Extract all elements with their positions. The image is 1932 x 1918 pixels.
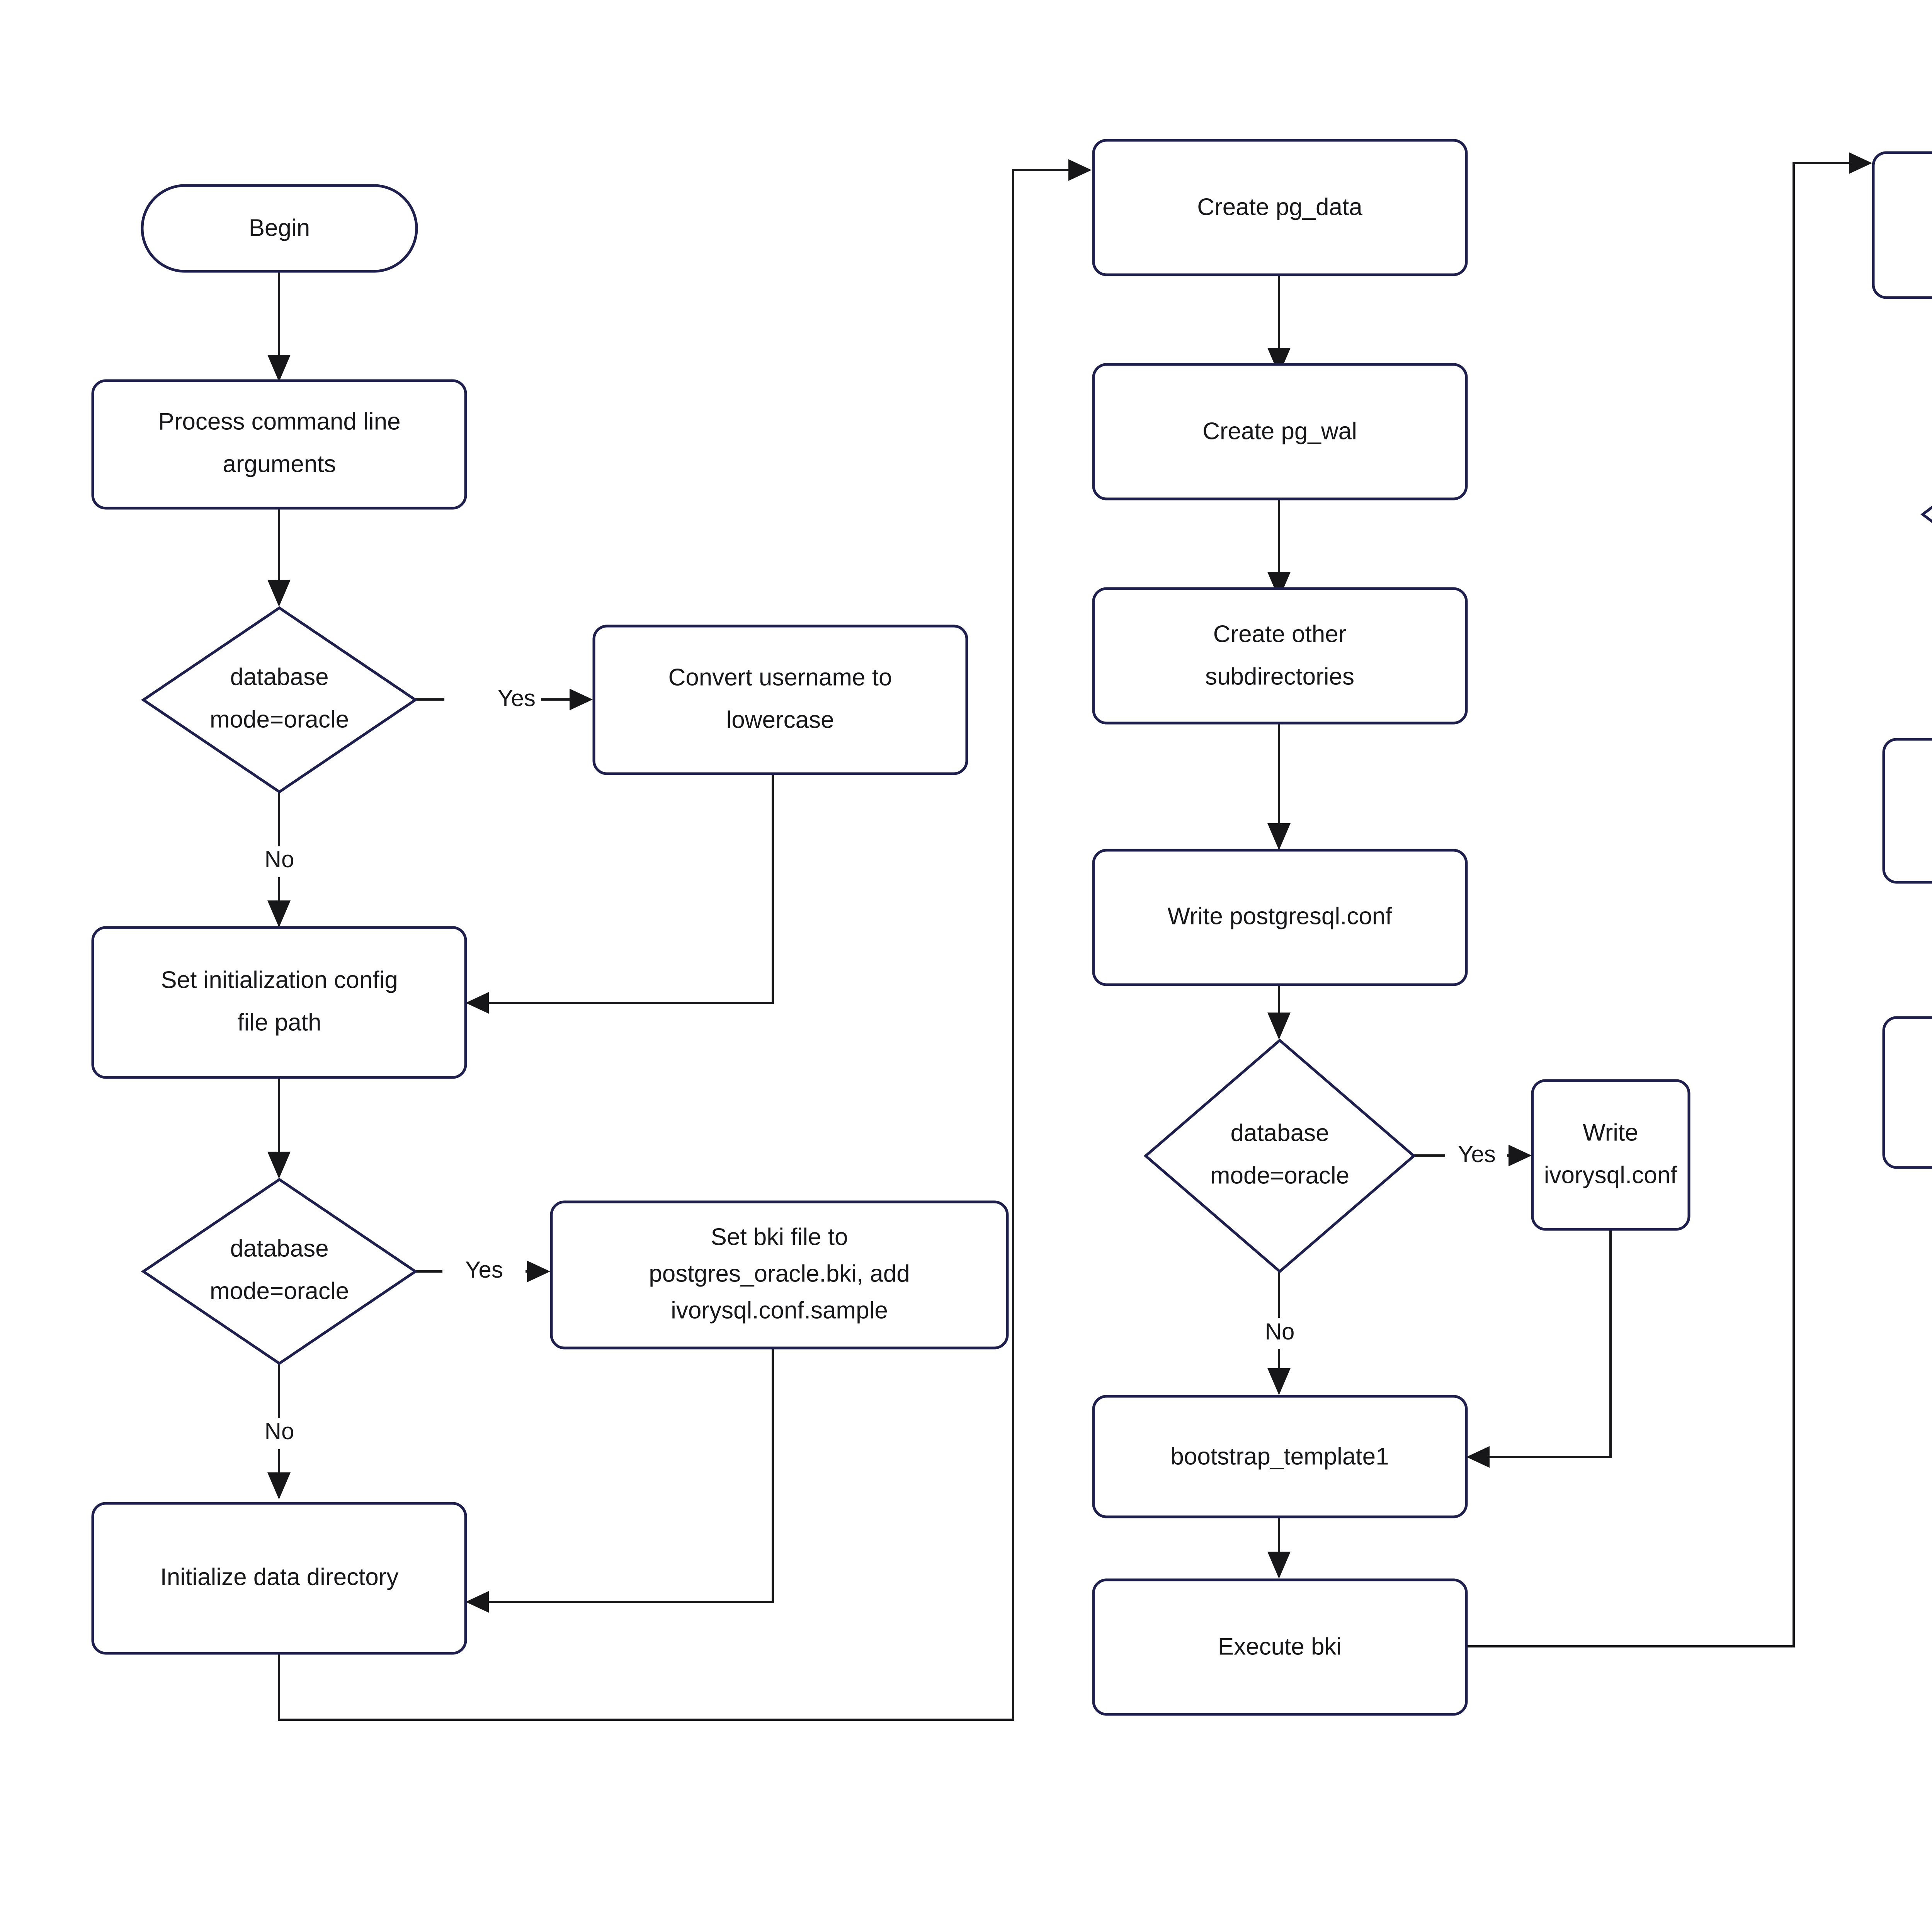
decision-2-label-line2: mode=oracle bbox=[210, 1278, 349, 1304]
write-ivoryconf-shape bbox=[1531, 1079, 1690, 1231]
node-layer: Begin Process command line arguments dat… bbox=[91, 139, 1932, 1716]
write-pgconf-shape bbox=[1092, 849, 1468, 986]
node-create-other-subdirectories[interactable]: Create other subdirectories bbox=[1092, 587, 1468, 725]
print-completion-shape bbox=[1882, 1016, 1932, 1169]
edge-write-ivoryconf-to-bootstrap bbox=[1466, 1229, 1612, 1468]
set-bki-label-line2: postgres_oracle.bki, add bbox=[649, 1260, 910, 1287]
node-create-pg-data[interactable]: Create pg_data bbox=[1092, 139, 1468, 276]
decision-3-label-line2: mode=oracle bbox=[1210, 1162, 1349, 1189]
edge-decision-2-yes bbox=[415, 1261, 550, 1282]
set-config-label-line2: file path bbox=[237, 1009, 321, 1036]
node-decision-database-mode-oracle-4[interactable]: database mode=oracle bbox=[1920, 410, 1932, 618]
decision-1-label-line2: mode=oracle bbox=[210, 706, 349, 733]
node-bootstrap-template1[interactable]: bootstrap_template1 bbox=[1092, 1395, 1468, 1518]
edge-begin-to-process-args bbox=[267, 271, 291, 382]
begin-label: Begin bbox=[249, 214, 310, 241]
edge-decision-3-yes bbox=[1414, 1145, 1532, 1166]
create-pg-wal-shape bbox=[1092, 363, 1468, 500]
convert-username-label-line2: lowercase bbox=[726, 706, 834, 733]
node-initialize-data-directory[interactable]: Initialize data directory bbox=[91, 1502, 467, 1655]
edge-convert-to-set-config bbox=[466, 773, 774, 1014]
create-pg-data-label: Create pg_data bbox=[1197, 194, 1362, 220]
decision-3-yes-label: Yes bbox=[1458, 1141, 1496, 1167]
edge-decision-1-yes bbox=[415, 689, 593, 710]
edge-write-pgconf-to-decision-3 bbox=[1267, 985, 1291, 1040]
edge-set-config-to-decision-2 bbox=[267, 1078, 291, 1179]
node-execute-bki[interactable]: Execute bki bbox=[1092, 1578, 1468, 1716]
bootstrap-label: bootstrap_template1 bbox=[1170, 1443, 1389, 1470]
node-convert-username-to-lowercase[interactable]: Convert username to lowercase bbox=[592, 625, 968, 775]
set-bki-label-line3: ivorysql.conf.sample bbox=[671, 1297, 888, 1324]
create-other-shape bbox=[1092, 587, 1468, 725]
set-config-shape bbox=[91, 926, 467, 1079]
node-set-initialization-config-file-path[interactable]: Set initialization config file path bbox=[91, 926, 467, 1079]
edge-bootstrap-to-execute-bki bbox=[1267, 1517, 1291, 1579]
node-decision-database-mode-oracle-3[interactable]: database mode=oracle bbox=[1143, 1038, 1416, 1273]
node-write-ivorysql-conf[interactable]: Write ivorysql.conf bbox=[1531, 1079, 1690, 1231]
node-create-pg-wal[interactable]: Create pg_wal bbox=[1092, 363, 1468, 500]
decision-3-shape bbox=[1143, 1038, 1416, 1273]
edge-decision-1-no bbox=[267, 792, 291, 928]
node-initialize-database-objects[interactable]: Initialize database objects bbox=[1872, 151, 1932, 299]
convert-username-label-line1: Convert username to bbox=[668, 664, 892, 691]
execute-bki-label: Execute bki bbox=[1218, 1633, 1342, 1660]
decision-1-no-label: No bbox=[265, 846, 294, 872]
edge-set-bki-to-init-dir bbox=[466, 1347, 774, 1613]
convert-username-shape bbox=[592, 625, 968, 775]
edge-init-dir-to-create-pg-data bbox=[278, 159, 1092, 1721]
execute-bki-shape bbox=[1092, 1578, 1468, 1716]
process-args-label-line2: arguments bbox=[223, 451, 336, 477]
edge-decision-3-no bbox=[1267, 1271, 1291, 1395]
node-decision-database-mode-oracle-1[interactable]: database mode=oracle bbox=[141, 606, 418, 794]
set-bki-shape bbox=[550, 1200, 1009, 1350]
set-bki-label-line1: Set bki file to bbox=[711, 1224, 848, 1250]
write-pgconf-label: Write postgresql.conf bbox=[1167, 903, 1392, 929]
create-pg-wal-label: Create pg_wal bbox=[1202, 418, 1357, 444]
bootstrap-shape bbox=[1092, 1395, 1468, 1518]
edge-execute-bki-to-init-objects bbox=[1466, 152, 1872, 1647]
decision-1-yes-label: Yes bbox=[498, 685, 536, 711]
decision-3-no-label: No bbox=[1265, 1319, 1295, 1344]
edge-create-pg-wal-to-other bbox=[1267, 499, 1291, 599]
edge-process-args-to-decision-1 bbox=[267, 506, 291, 607]
node-set-bki-file[interactable]: Set bki file to postgres_oracle.bki, add… bbox=[550, 1200, 1009, 1350]
edge-create-pg-data-to-pg-wal bbox=[1267, 274, 1291, 375]
edge-layer bbox=[267, 152, 1872, 1721]
decision-2-no-label: No bbox=[265, 1418, 294, 1444]
process-args-label-line1: Process command line bbox=[158, 408, 400, 435]
decision-1-shape bbox=[141, 606, 418, 794]
edge-create-other-to-write-pgconf bbox=[1267, 723, 1291, 850]
decision-2-shape bbox=[141, 1178, 418, 1365]
create-other-label-line2: subdirectories bbox=[1205, 663, 1354, 690]
decision-4-shape bbox=[1920, 505, 1932, 523]
node-print-completion-message[interactable]: Print completion message bbox=[1882, 1016, 1932, 1169]
begin-shape bbox=[141, 184, 418, 273]
decision-1-label-line1: database bbox=[230, 664, 328, 690]
node-write-postgresql-conf[interactable]: Write postgresql.conf bbox=[1092, 849, 1468, 986]
edge-decision-2-no bbox=[267, 1364, 291, 1499]
node-load-template0-databases[interactable]: Load template0, postgres, ivorysql datab… bbox=[1882, 738, 1932, 884]
init-data-dir-label: Initialize data directory bbox=[160, 1564, 399, 1590]
node-process-command-line-arguments[interactable]: Process command line arguments bbox=[91, 379, 467, 510]
write-ivoryconf-label-line1: Write bbox=[1583, 1119, 1638, 1146]
decision-2-label-line1: database bbox=[230, 1235, 328, 1262]
decision-3-label-line1: database bbox=[1230, 1120, 1329, 1146]
init-data-dir-shape bbox=[91, 1502, 467, 1655]
init-db-objects-shape bbox=[1872, 151, 1932, 299]
load-template0-shape bbox=[1882, 738, 1932, 884]
set-config-label-line1: Set initialization config bbox=[161, 967, 398, 993]
node-begin[interactable]: Begin bbox=[141, 184, 418, 273]
create-other-label-line1: Create other bbox=[1213, 621, 1347, 647]
node-decision-database-mode-oracle-2[interactable]: database mode=oracle bbox=[141, 1178, 418, 1365]
create-pg-data-shape bbox=[1092, 139, 1468, 276]
decision-2-yes-label: Yes bbox=[465, 1257, 503, 1283]
write-ivoryconf-label-line2: ivorysql.conf bbox=[1544, 1162, 1677, 1188]
process-args-shape bbox=[91, 379, 467, 510]
